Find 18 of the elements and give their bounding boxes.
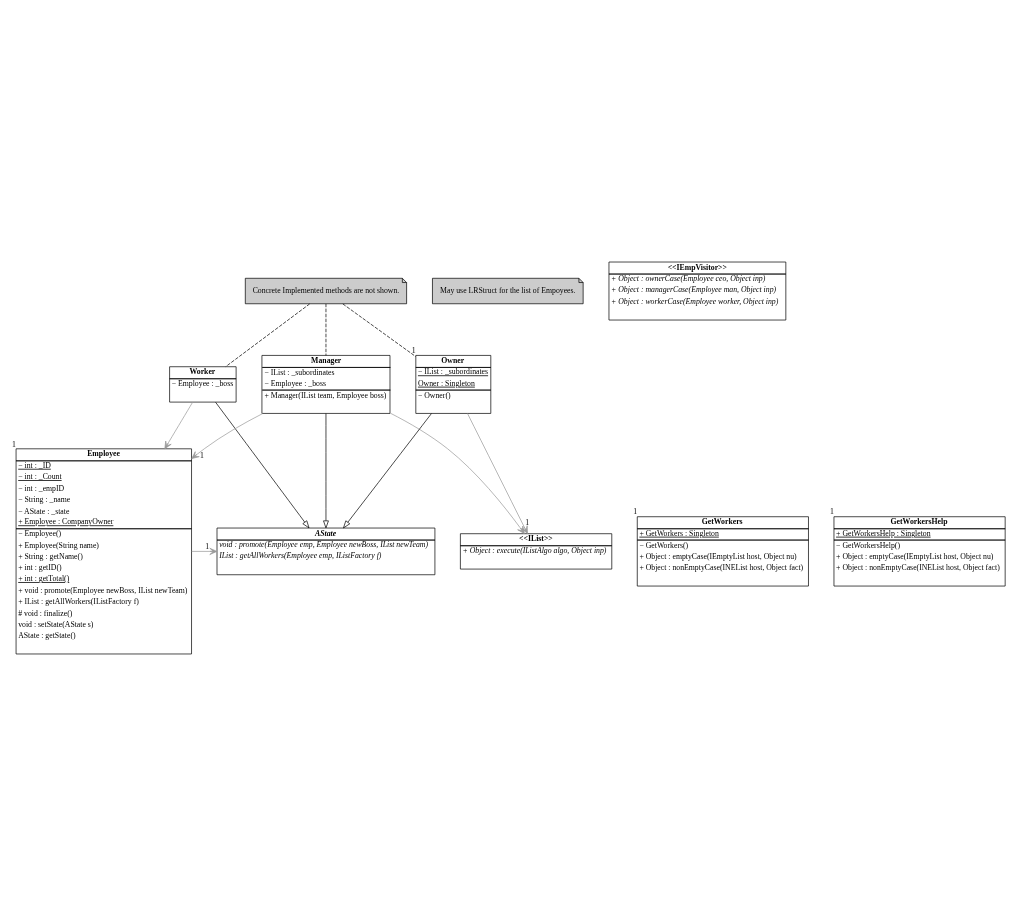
- node-label: 1: [11, 439, 16, 449]
- arrow: [466, 413, 528, 534]
- connector: [325, 303, 326, 356]
- node-label: 1: [411, 346, 416, 356]
- connector: [224, 303, 310, 367]
- arrow: [322, 413, 329, 529]
- arrow: [190, 547, 217, 555]
- arrow: [389, 412, 525, 534]
- connector: [342, 303, 416, 357]
- arrow: [342, 413, 432, 529]
- edge-label: 1: [204, 541, 209, 551]
- arrow: [163, 401, 193, 450]
- arrow: [190, 413, 263, 459]
- edge-label: 1: [524, 517, 529, 527]
- edge-label: 1: [199, 451, 204, 461]
- node-label: 1: [829, 507, 834, 517]
- arrow: [214, 401, 309, 529]
- node-label: 1: [632, 507, 637, 517]
